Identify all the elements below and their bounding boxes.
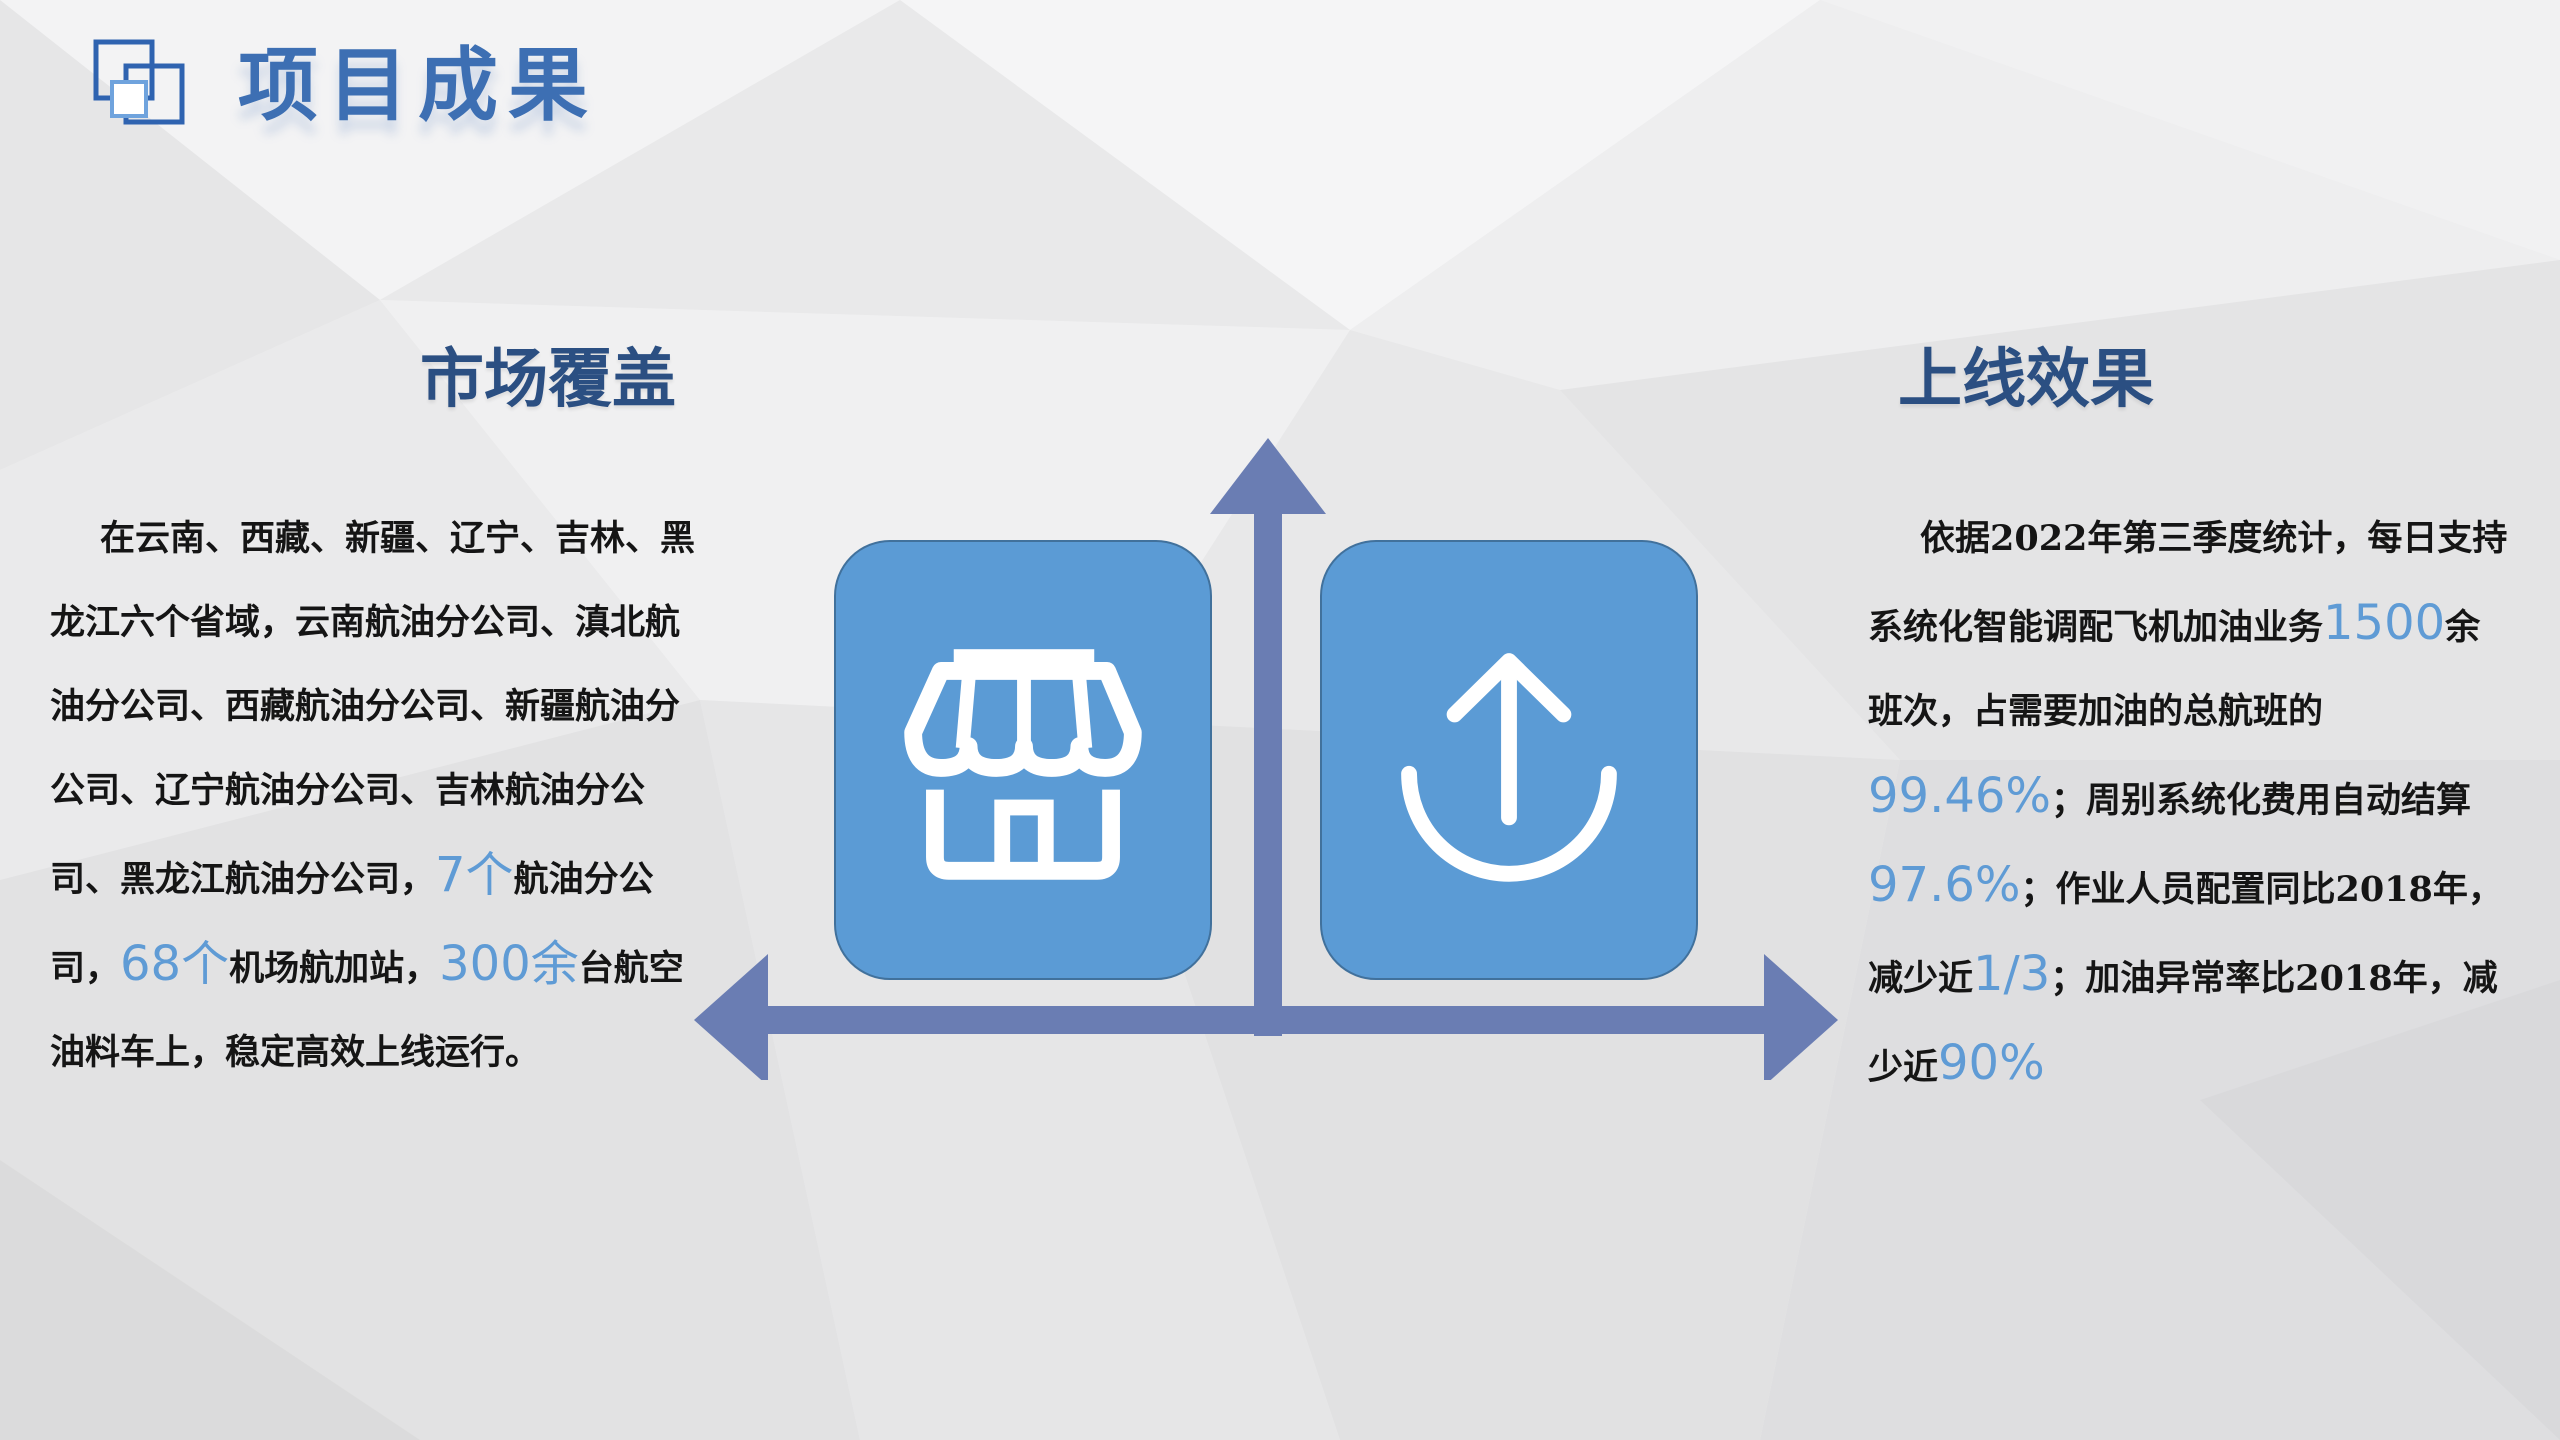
results-text-3: ；周别系统化费用自动结算 [2051,780,2472,821]
results-text-4: ；作业人员配置同比2018年，减少近 [1868,869,2503,999]
arrow-left-head [694,954,768,1080]
results-heading: 上线效果 [1898,343,2154,417]
logo-squares-icon [93,39,185,125]
results-highlight-coverage: 99.46% [1868,768,2052,824]
results-highlight-staff: 1/3 [1973,946,2051,1002]
storefront-icon [904,649,1142,880]
market-highlight-branches: 7个 [435,847,514,903]
center-diagram [690,430,1850,1080]
market-text-3: 机场航加站， [229,948,440,989]
results-text-5: ；加油异常率比2018年，减少近 [1868,958,2498,1088]
horizontal-axis-shaft [760,1006,1780,1034]
results-highlight-anomaly: 90% [1938,1035,2045,1091]
results-text-2: 余班次，占需要加油的总航班的 [1868,607,2481,732]
market-description: 在云南、西藏、新疆、辽宁、吉林、黑龙江六个省域，云南航油分公司、滇北航油分公司、… [50,497,700,1095]
page-title: 项目成果 [238,39,598,132]
results-description: 依据2022年第三季度统计，每日支持系统化智能调配飞机加油业务1500余班次，占… [1868,497,2508,1110]
results-paragraph: 依据2022年第三季度统计，每日支持系统化智能调配飞机加油业务1500余班次，占… [1868,497,2508,1110]
market-tile [834,540,1212,980]
market-highlight-trucks: 300余 [439,936,579,992]
axis-arrows [694,438,1838,1080]
market-text-4: 台航空油料车上，稳定高效上线运行。 [50,948,684,1073]
market-text-1: 在云南、西藏、新疆、辽宁、吉林、黑龙江六个省域，云南航油分公司、滇北航油分公司、… [50,518,696,900]
results-tile [1320,540,1698,980]
results-highlight-settlement: 97.6% [1868,857,2021,913]
market-heading: 市场覆盖 [420,343,676,417]
vertical-axis-shaft [1254,510,1282,1036]
market-text-2: 航油分公司， [50,859,654,989]
results-text-1: 依据2022年第三季度统计，每日支持系统化智能调配飞机加油业务 [1868,518,2508,648]
arrow-up-head [1210,438,1326,514]
results-highlight-flights: 1500 [2323,595,2446,651]
market-highlight-stations: 68个 [120,936,230,992]
market-paragraph: 在云南、西藏、新疆、辽宁、吉林、黑龙江六个省域，云南航油分公司、滇北航油分公司、… [50,497,700,1095]
arrow-right-head [1764,954,1838,1080]
upload-icon [1401,653,1617,882]
